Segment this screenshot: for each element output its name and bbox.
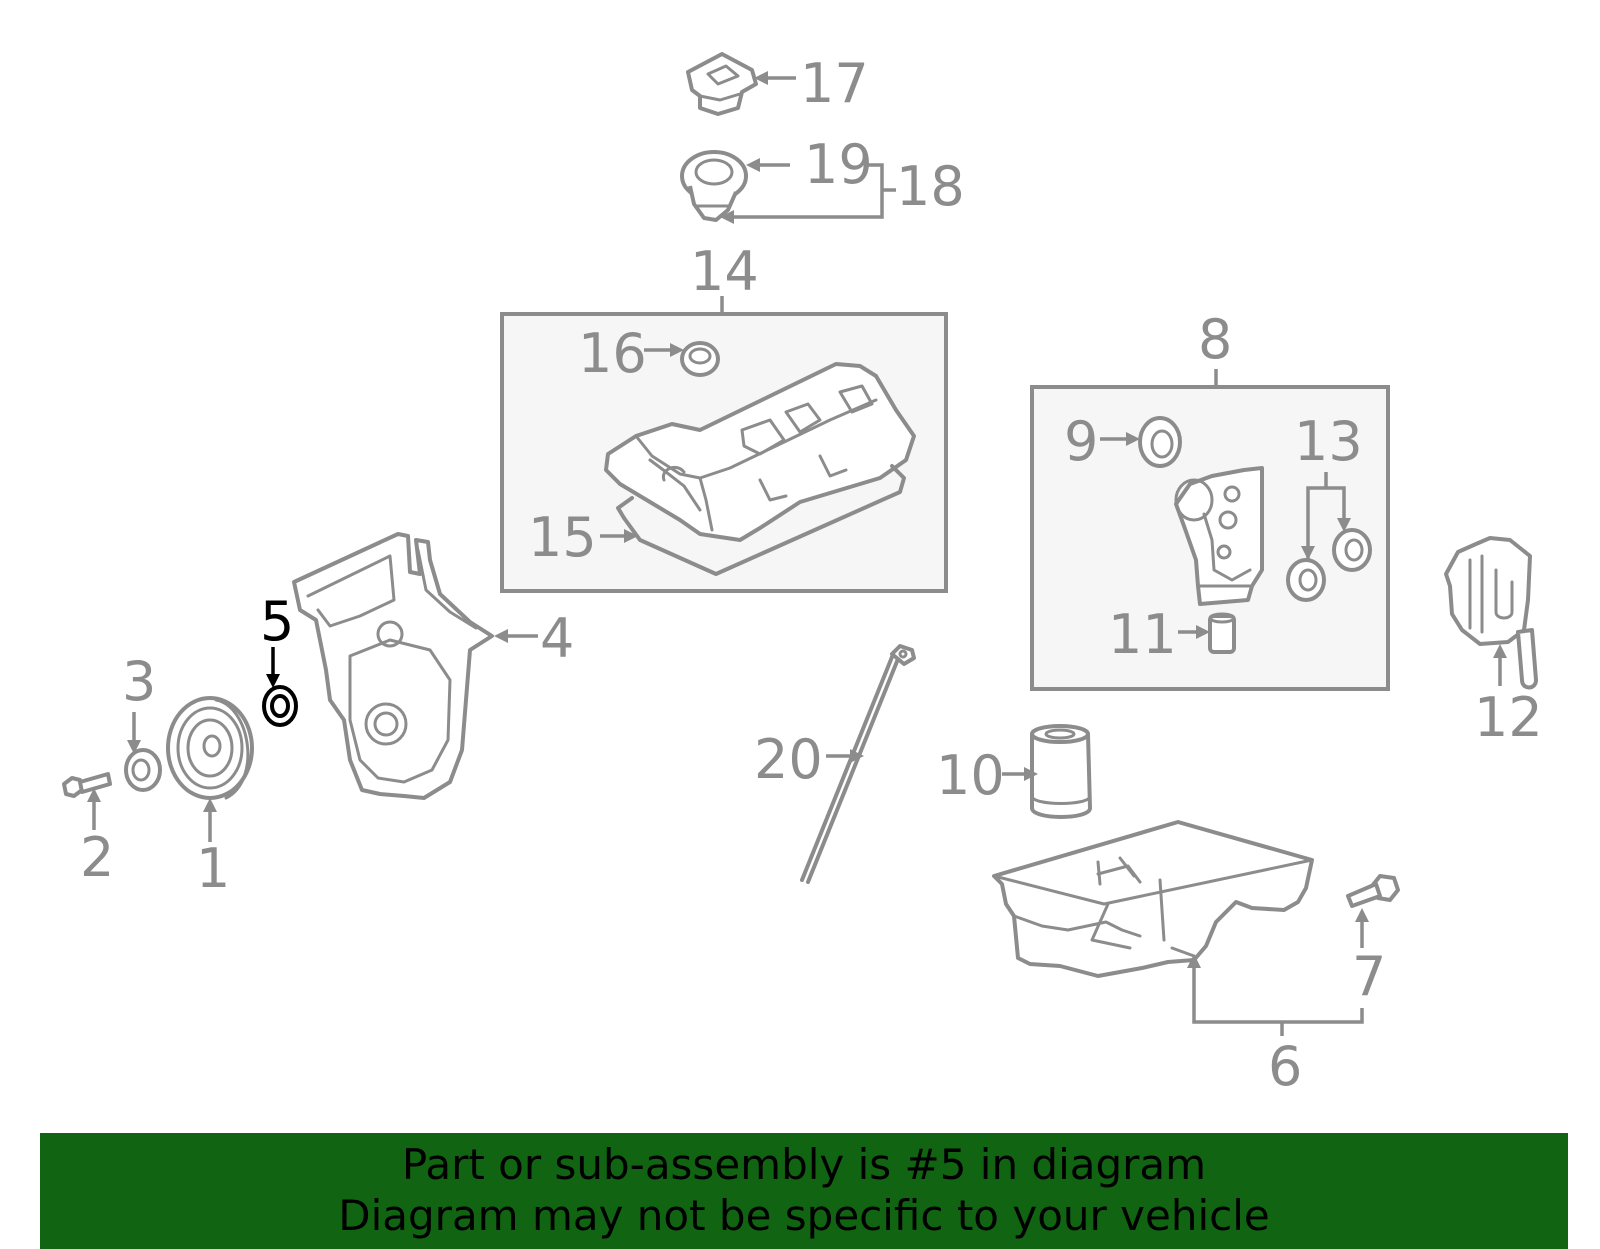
callout-20: 20 (754, 728, 823, 791)
pulley-washer-part[interactable] (124, 748, 162, 792)
oil-filler-cap-part[interactable] (686, 52, 758, 116)
callout-8: 8 (1198, 308, 1232, 371)
callout-7: 7 (1352, 945, 1386, 1008)
info-banner: Part or sub-assembly is #5 in diagram Di… (40, 1133, 1568, 1249)
callout-13: 13 (1294, 410, 1363, 473)
callout-3: 3 (122, 650, 156, 713)
oil-filler-tube-part[interactable] (680, 150, 748, 222)
oil-filter-housing-part[interactable] (1174, 466, 1264, 606)
front-crankshaft-seal-part[interactable] (262, 685, 298, 727)
callout-18: 18 (896, 155, 965, 218)
callout-15: 15 (528, 506, 597, 569)
housing-seals-part[interactable] (1286, 528, 1372, 602)
callout-12: 12 (1474, 686, 1543, 749)
housing-sleeve-part[interactable] (1208, 612, 1236, 654)
oil-filter-part[interactable] (1030, 724, 1092, 819)
grommet-part[interactable] (680, 341, 720, 377)
callout-6: 6 (1268, 1035, 1302, 1098)
oil-dipstick-part[interactable] (800, 644, 916, 884)
filter-housing-seal-part[interactable] (1138, 416, 1182, 468)
callout-9: 9 (1064, 410, 1098, 473)
callout-14: 14 (690, 240, 759, 303)
callout-2: 2 (80, 826, 114, 889)
banner-line-disclaimer: Diagram may not be specific to your vehi… (338, 1191, 1270, 1240)
callout-16: 16 (578, 322, 647, 385)
banner-line-part: Part or sub-assembly is #5 in diagram (401, 1140, 1207, 1189)
pulley-bolt-part[interactable] (62, 772, 112, 798)
oil-pan-bolt-part[interactable] (1346, 874, 1400, 908)
callout-17: 17 (800, 52, 869, 115)
callout-11: 11 (1108, 603, 1177, 666)
callout-4: 4 (540, 607, 574, 670)
oil-pan-part[interactable] (992, 820, 1314, 978)
callout-19: 19 (804, 133, 873, 196)
oil-cooler-part[interactable] (1444, 536, 1538, 690)
crankshaft-pulley-part[interactable] (166, 696, 254, 800)
callout-10: 10 (936, 744, 1005, 807)
timing-cover-part[interactable] (292, 532, 494, 800)
callout-5: 5 (260, 590, 294, 653)
callout-1: 1 (196, 837, 230, 900)
